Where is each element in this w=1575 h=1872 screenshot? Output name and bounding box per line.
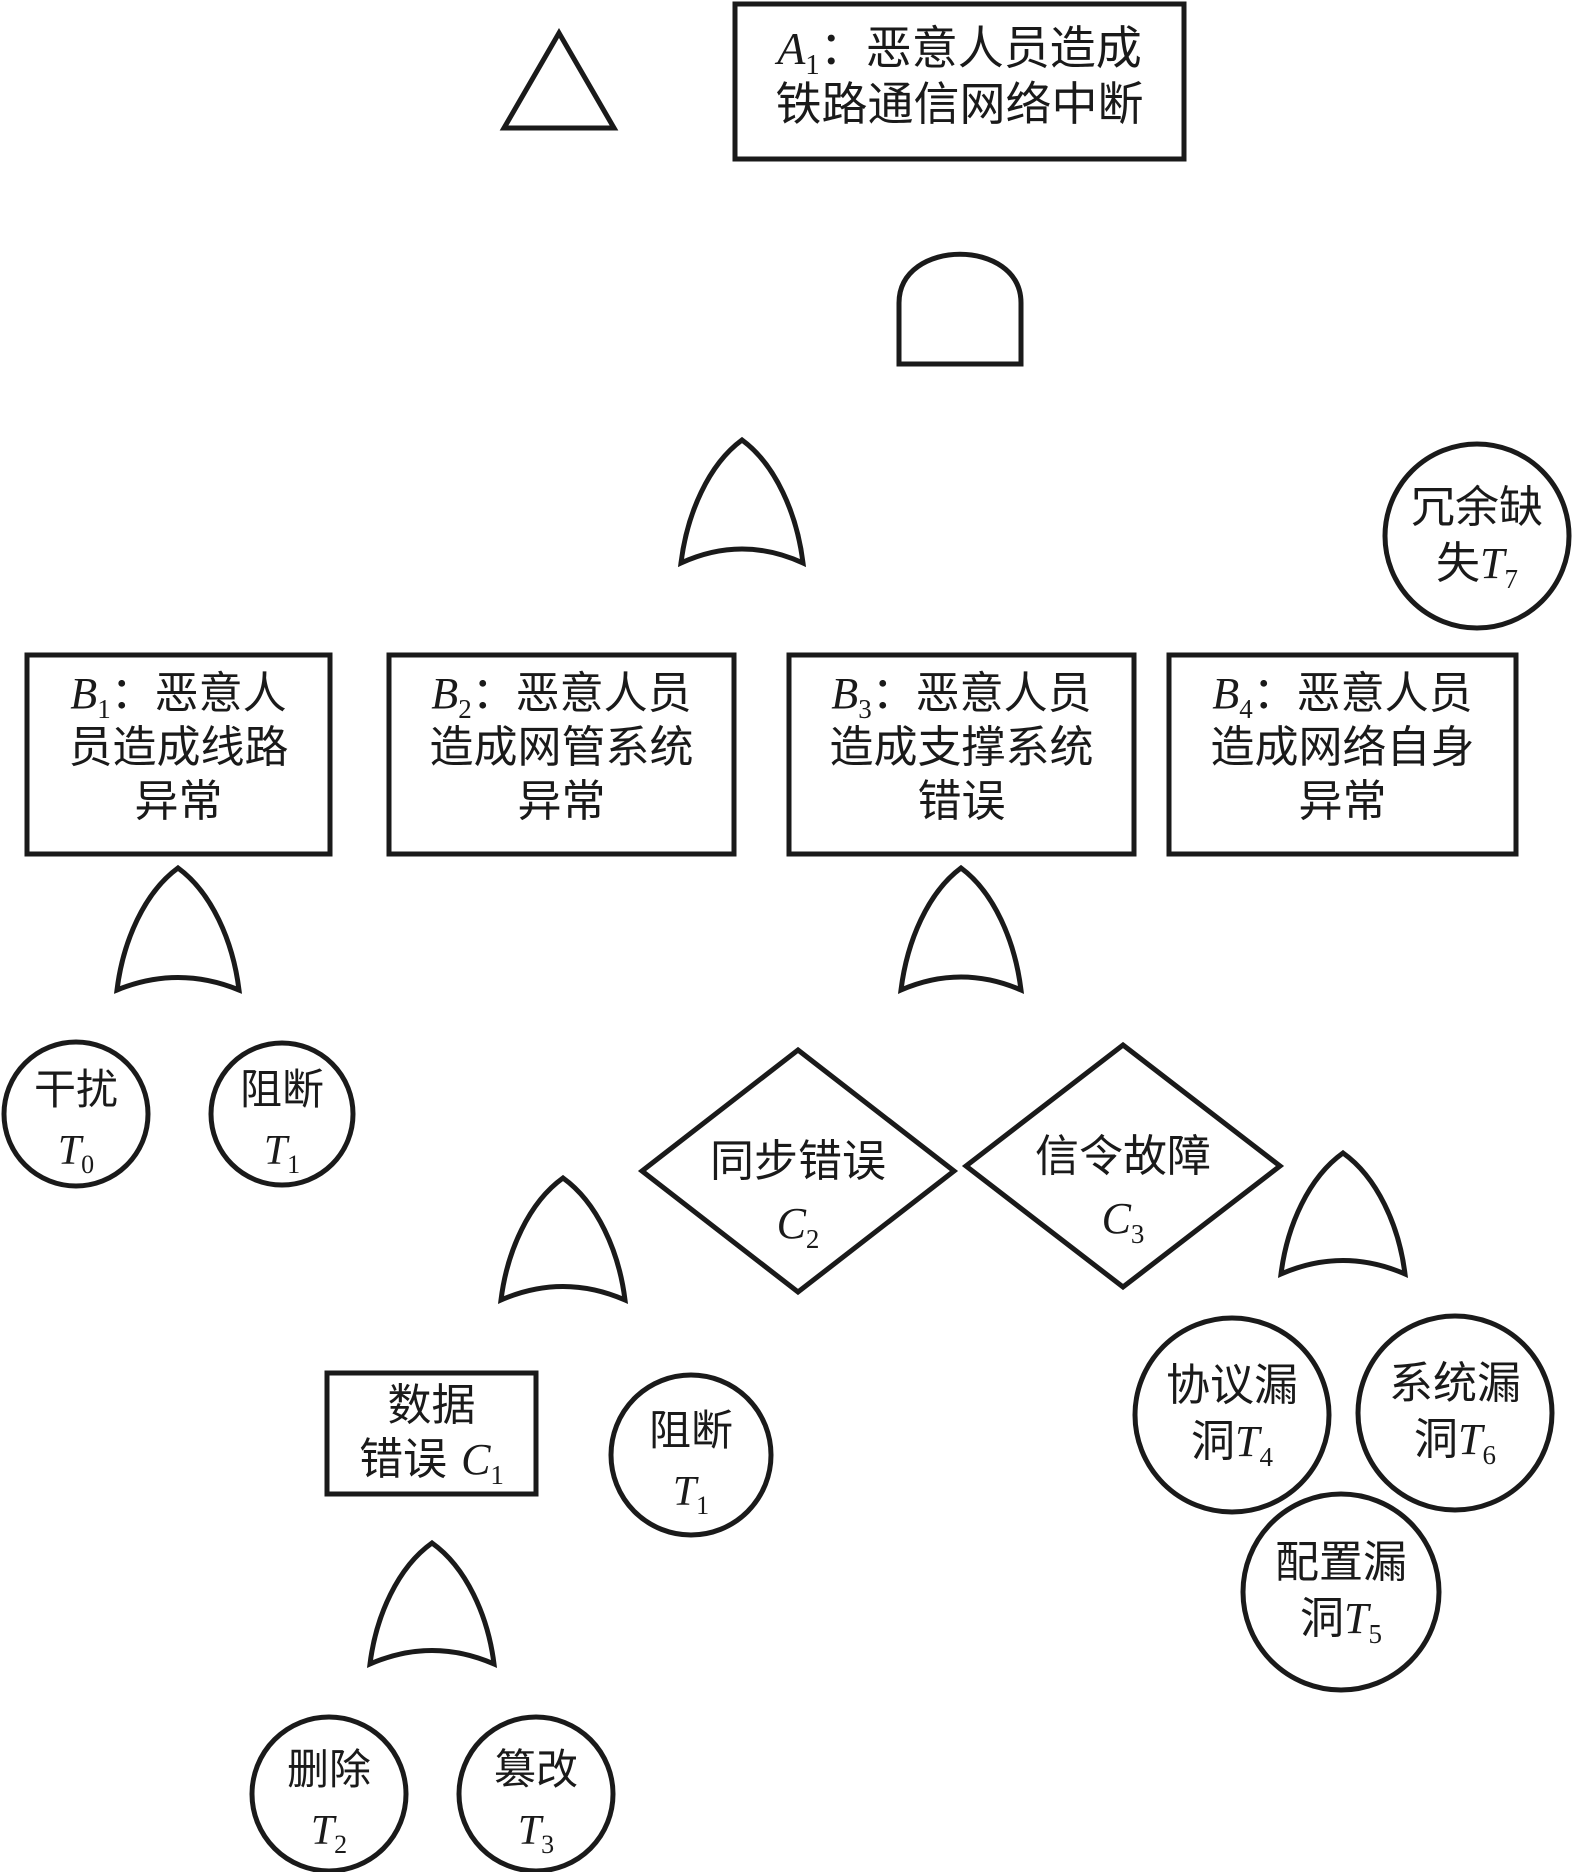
and-gate-g-a1 — [896, 251, 1024, 367]
or-gate-g-b1 — [113, 864, 243, 994]
node-t1b: 阻断 T1 — [608, 1372, 774, 1538]
t3-label-line-1: 篡改 — [494, 1745, 578, 1794]
t7-circle — [1382, 441, 1572, 631]
t1a-label-line-1: 阻断 — [240, 1065, 324, 1114]
c3-label-line-2: C3 — [1102, 1194, 1145, 1249]
t0-circle — [1, 1039, 151, 1189]
b3-label-line-1: B3：恶意人员 — [831, 668, 1091, 724]
a1-label-line-2: 铁路通信网络中断 — [776, 77, 1144, 131]
t6-circle — [1355, 1313, 1555, 1513]
t1a-circle — [208, 1040, 356, 1188]
or-gate-g-c1 — [366, 1539, 498, 1669]
t5-circle — [1240, 1491, 1442, 1693]
t5-label-line-2: 洞T5 — [1300, 1593, 1382, 1649]
t0-label-line-1: 干扰 — [34, 1065, 118, 1114]
b1-label-line-3: 异常 — [135, 776, 223, 827]
t3-circle — [456, 1714, 616, 1872]
b2-label-line-2: 造成网管系统 — [430, 722, 694, 773]
a1-event-box — [732, 1, 1187, 162]
b3-label-line-3: 错误 — [918, 776, 1006, 827]
t7-label-line-2: 失T7 — [1436, 538, 1518, 594]
b3-label-line-2: 造成支撑系统 — [830, 722, 1094, 773]
b3-event-box — [786, 652, 1137, 857]
t7-label-line-1: 冗余缺 — [1411, 482, 1543, 533]
c2-label-line-1: 同步错误 — [710, 1136, 886, 1187]
t1b-circle — [608, 1372, 774, 1538]
b1-label-line-1: B1：恶意人 — [70, 668, 286, 724]
t0-label-line-2: T0 — [58, 1128, 94, 1179]
or-gate-g-b3 — [897, 864, 1025, 995]
b4-label-line-1: B4：恶意人员 — [1212, 668, 1472, 724]
node-t1a: 阻断 T1 — [208, 1040, 356, 1188]
t2-circle — [249, 1714, 409, 1872]
a1-label-line-1: A1：恶意人员造成 — [774, 21, 1142, 81]
logic-gates — [113, 28, 1409, 1669]
c1-event-box — [324, 1370, 539, 1497]
t1a-label-line-2: T1 — [264, 1128, 300, 1179]
c3-diamond — [961, 1041, 1285, 1291]
t6-label-line-2: 洞T6 — [1414, 1414, 1496, 1470]
c3-label-line-1: 信令故障 — [1035, 1131, 1211, 1182]
c1-label-line-1: 数据 — [388, 1380, 476, 1431]
t4-label-line-2: 洞T4 — [1191, 1416, 1273, 1472]
t1b-label-line-1: 阻断 — [649, 1406, 733, 1455]
c1-label-line-2: 错误 C1 — [359, 1434, 504, 1490]
node-c3: 信令故障 C3 — [961, 1041, 1285, 1291]
b2-label-line-3: 异常 — [518, 776, 606, 827]
or-gate-g-b4 — [1277, 1149, 1409, 1279]
b2-label-line-1: B2：恶意人员 — [431, 668, 691, 724]
node-t0: 干扰 T0 — [1, 1039, 151, 1189]
t1b-label-line-2: T1 — [673, 1469, 709, 1520]
b4-event-box — [1166, 652, 1519, 857]
node-t3: 篡改 T3 — [456, 1714, 616, 1872]
node-c2: 同步错误 C2 — [637, 1046, 959, 1296]
or-gate-g-b2 — [497, 1174, 629, 1305]
b1-event-box — [24, 652, 333, 857]
t2-label-line-2: T2 — [311, 1808, 347, 1859]
t3-label-line-2: T3 — [518, 1808, 554, 1859]
t4-circle — [1132, 1315, 1332, 1515]
t6-label-line-1: 系统漏 — [1389, 1358, 1521, 1409]
t2-label-line-1: 删除 — [287, 1745, 371, 1794]
t4-label-line-1: 协议漏 — [1166, 1360, 1298, 1411]
c2-label-line-2: C2 — [777, 1199, 820, 1254]
node-t2: 删除 T2 — [249, 1714, 409, 1872]
t5-label-line-1: 配置漏 — [1275, 1537, 1407, 1588]
b2-event-box — [386, 652, 737, 857]
c2-diamond — [637, 1046, 959, 1296]
b4-label-line-2: 造成网络自身 — [1211, 722, 1475, 773]
b1-label-line-2: 员造成线路 — [69, 722, 289, 773]
transfer-triangle-icon — [499, 28, 619, 131]
or-gate-g-b — [677, 436, 807, 568]
b4-label-line-3: 异常 — [1299, 776, 1387, 827]
